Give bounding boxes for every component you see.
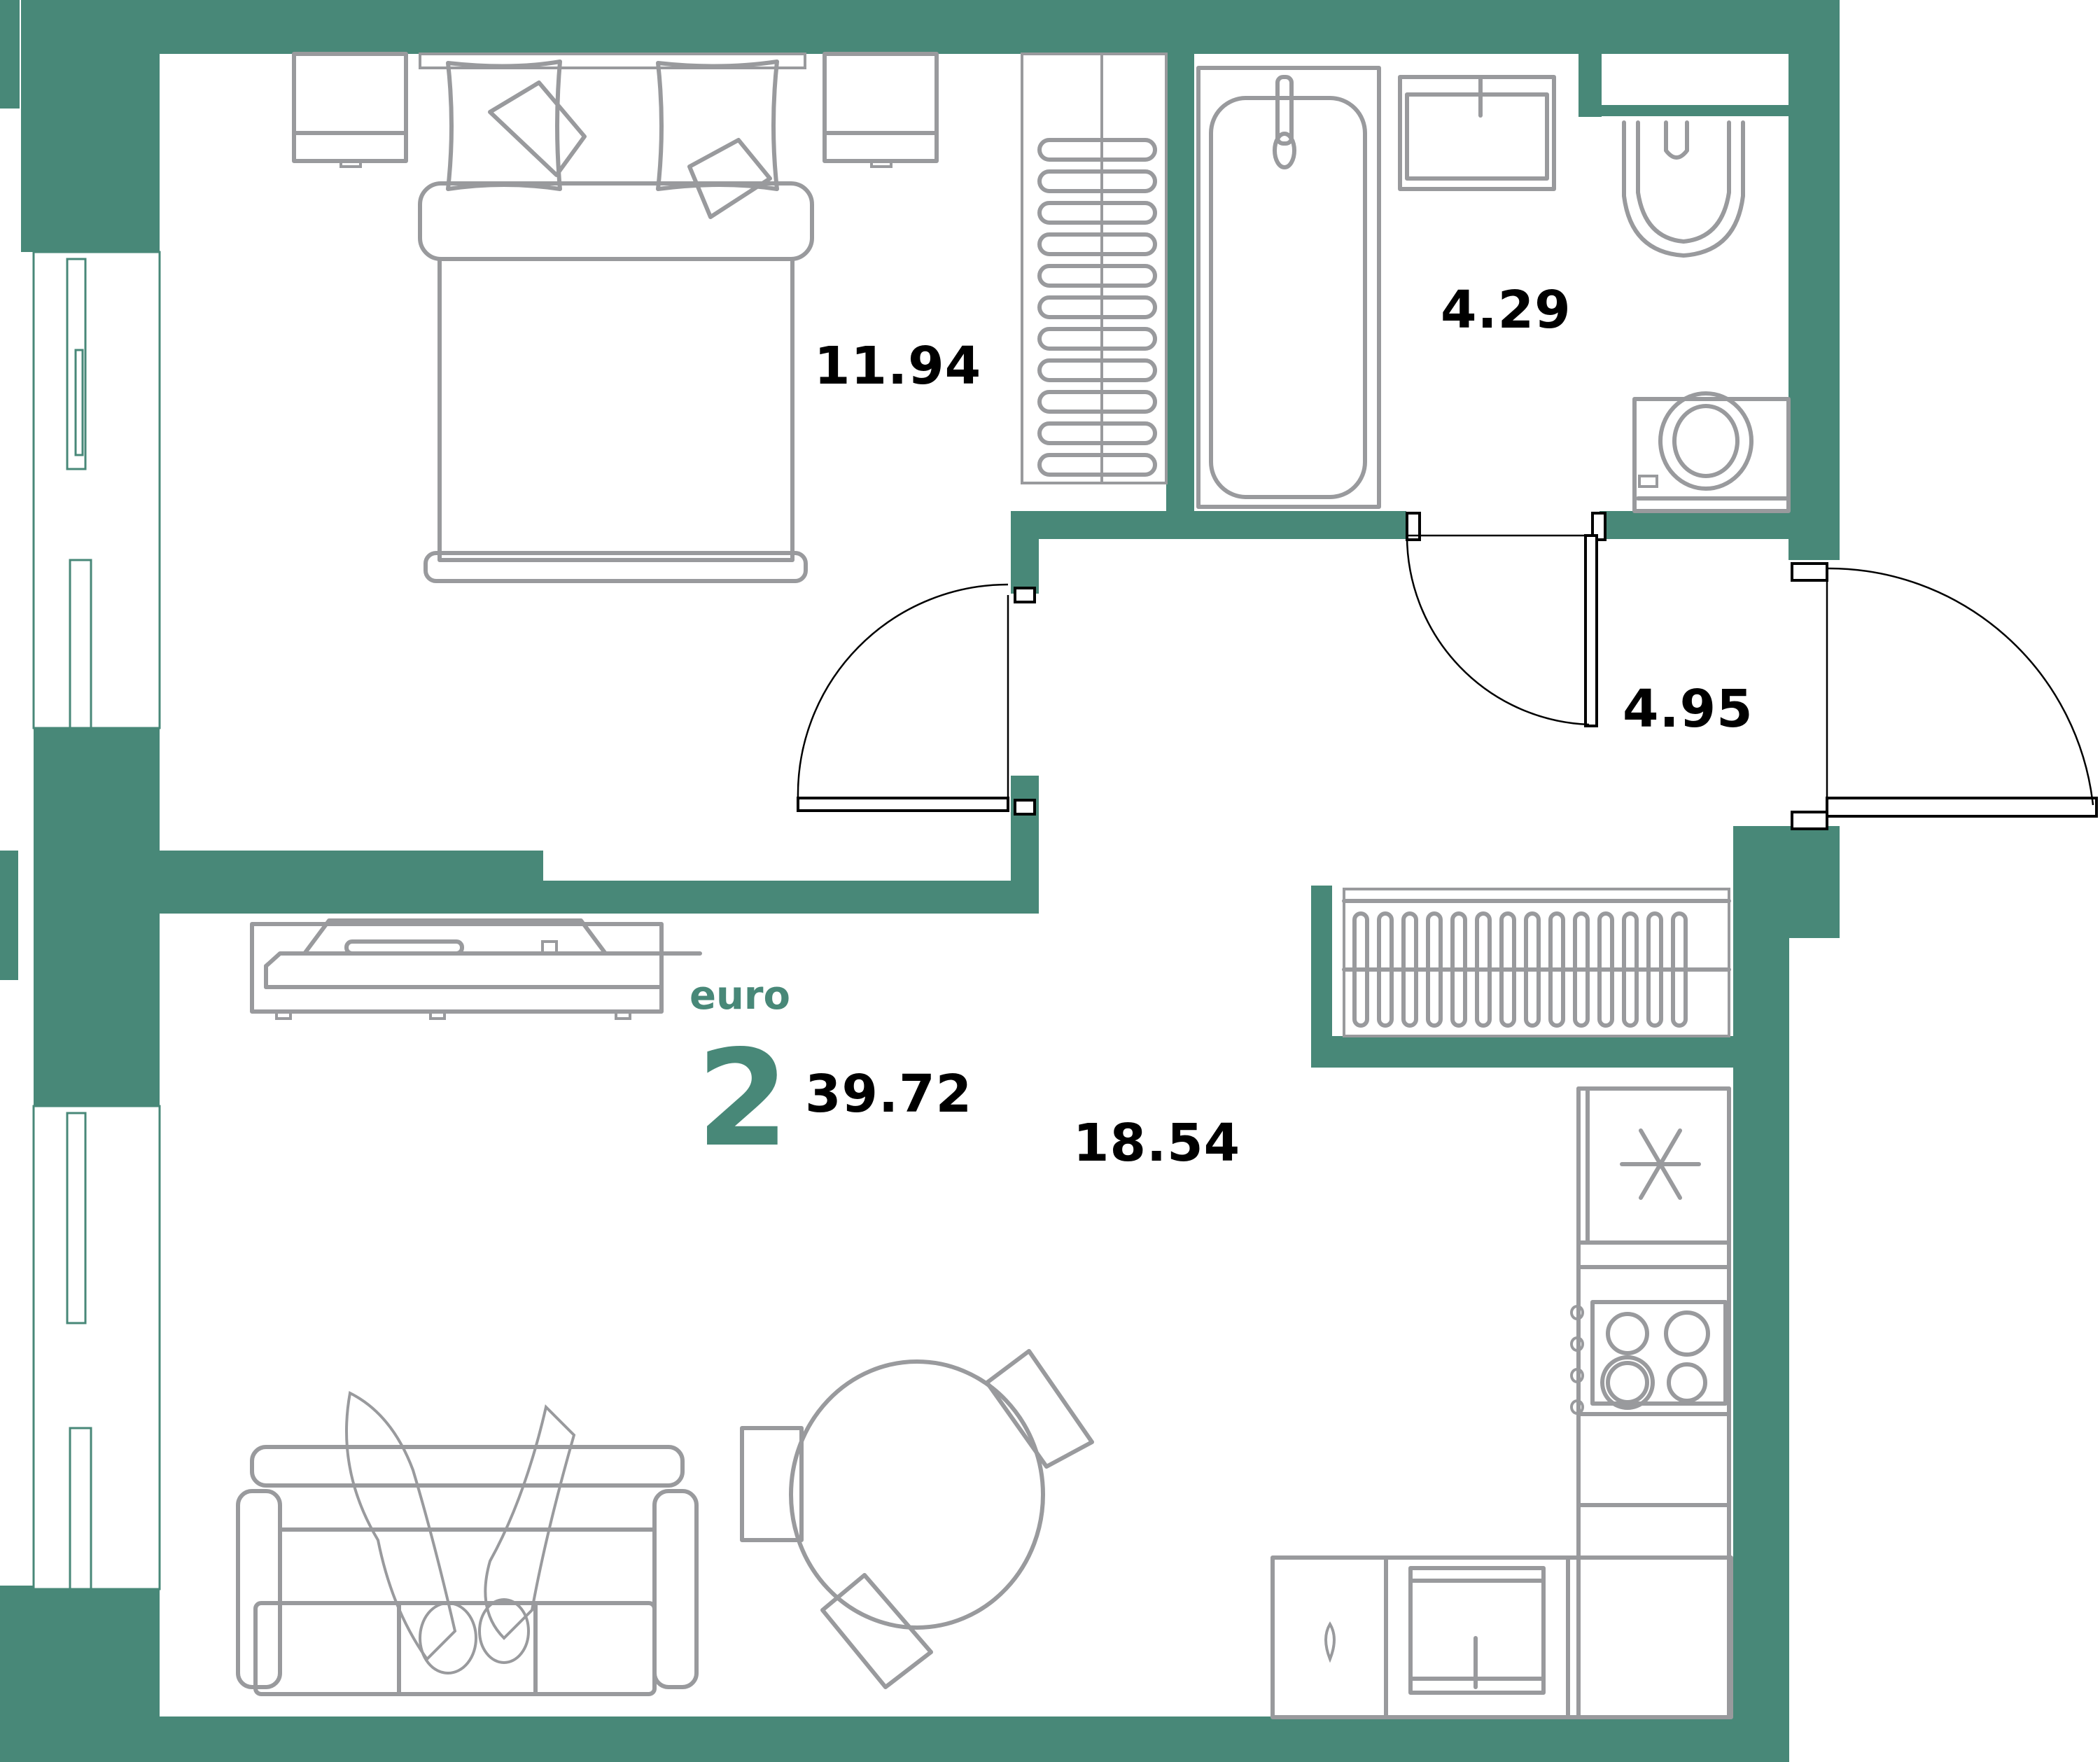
snowflake-icon bbox=[1620, 1128, 1701, 1200]
door-bathroom[interactable] bbox=[1406, 512, 1606, 727]
kitchen-counter bbox=[1270, 1086, 1733, 1719]
window-living bbox=[32, 1105, 161, 1590]
tv-unit bbox=[250, 918, 702, 1020]
apartment-type-label: euro bbox=[690, 973, 790, 1019]
cooktop-icon bbox=[1570, 1300, 1728, 1415]
room-area-bedroom: 11.94 bbox=[814, 336, 982, 396]
wardrobe-hall bbox=[1342, 888, 1731, 1037]
rooms-count: 2 bbox=[696, 1021, 790, 1176]
entrance-door[interactable] bbox=[1791, 562, 2098, 830]
nightstand-right bbox=[822, 52, 939, 168]
sink-icon bbox=[1408, 1566, 1546, 1695]
dining-table bbox=[740, 1349, 1094, 1689]
people-on-sofa bbox=[345, 1391, 576, 1674]
drop-icon bbox=[1324, 1621, 1336, 1663]
nightstand-left bbox=[292, 52, 408, 168]
wardrobe-bedroom bbox=[1021, 53, 1168, 484]
washing-machine bbox=[1632, 391, 1791, 513]
window-bedroom bbox=[32, 251, 161, 729]
sink bbox=[1398, 75, 1556, 191]
room-area-hallway: 4.95 bbox=[1623, 679, 1754, 739]
bed bbox=[418, 53, 814, 583]
room-area-bathroom: 4.29 bbox=[1441, 280, 1572, 340]
bathtub bbox=[1196, 66, 1381, 509]
door-bedroom[interactable] bbox=[797, 583, 1036, 816]
toilet bbox=[1622, 120, 1745, 258]
sofa bbox=[236, 1445, 699, 1696]
total-area: 39.72 bbox=[805, 1064, 973, 1124]
room-area-kitchen-living: 18.54 bbox=[1073, 1113, 1241, 1173]
walls bbox=[0, 0, 1840, 1762]
